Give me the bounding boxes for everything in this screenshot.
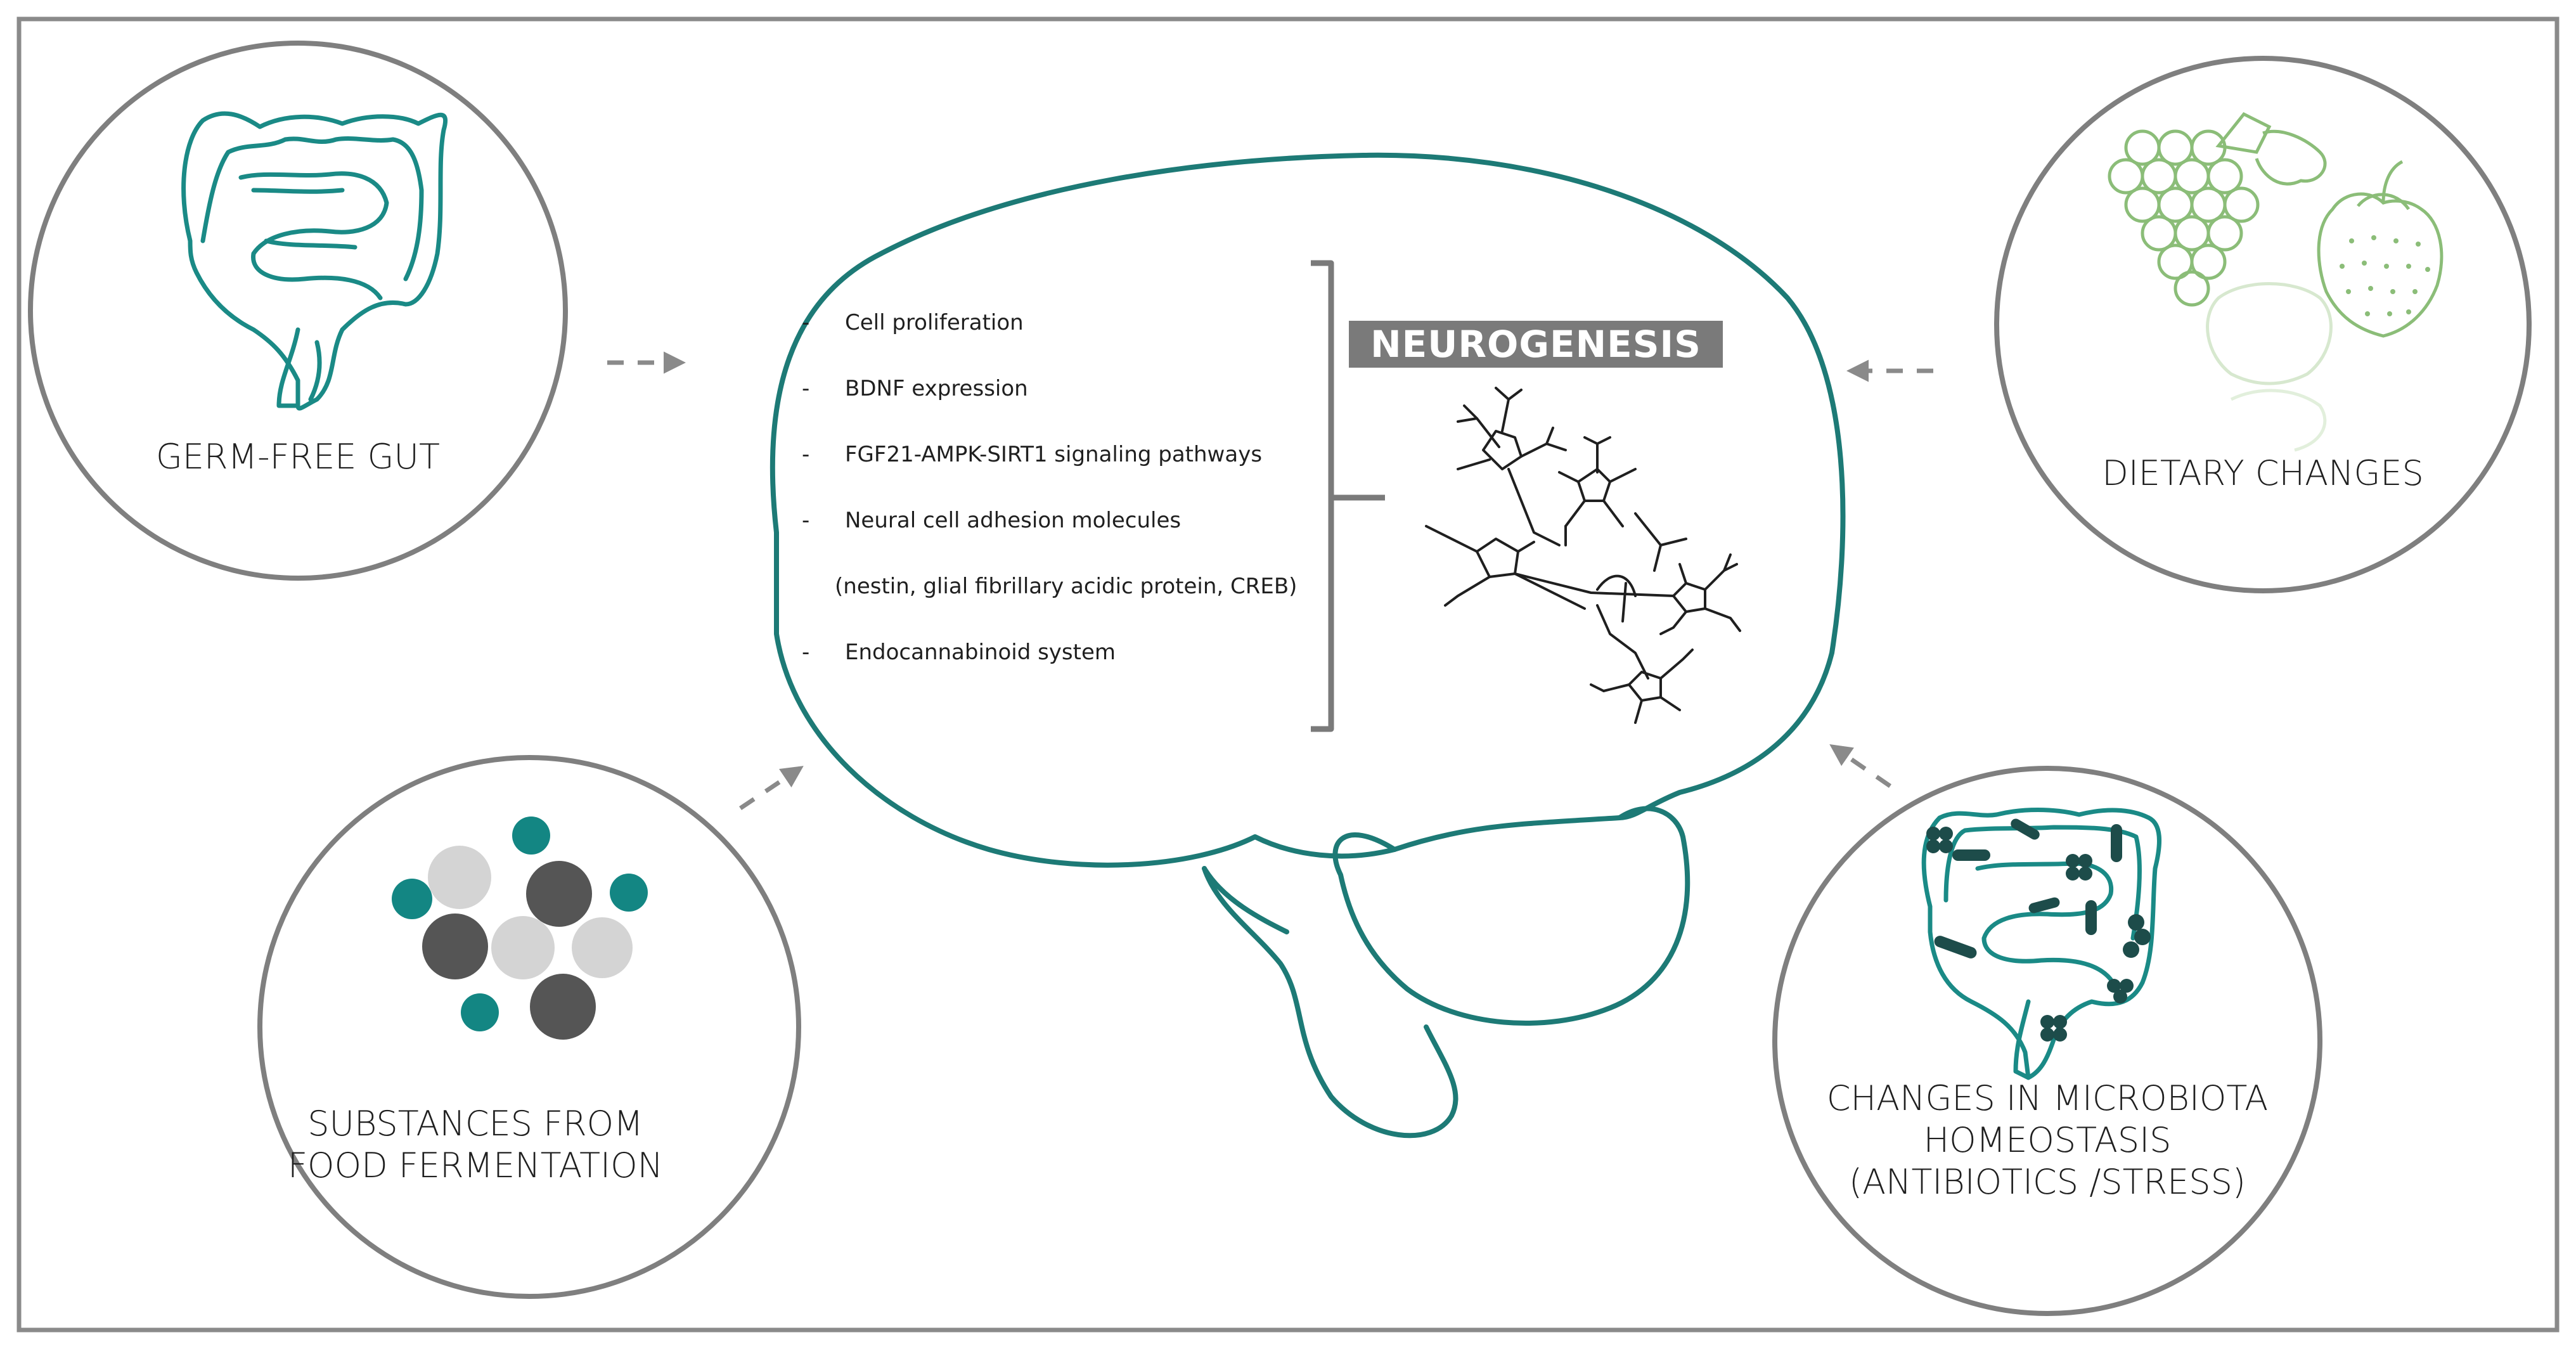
label-microbiota-line-2: HOMEOSTASIS: [1923, 1120, 2172, 1160]
label-microbiota-line-3: (ANTIBIOTICS /STRESS): [1849, 1161, 2246, 1202]
list-item: Neural cell adhesion molecules: [802, 501, 1341, 567]
label-microbiota: CHANGES IN MICROBIOTA HOMEOSTASIS (ANTIB…: [1762, 1078, 2333, 1203]
list-item: FGF21-AMPK-SIRT1 signaling pathways: [802, 435, 1341, 501]
mechanism-list: Cell proliferation BDNF expression FGF21…: [802, 303, 1341, 699]
label-germ-free-gut: GERM-FREE GUT: [156, 437, 440, 477]
neuron-network-icon: [1425, 387, 1741, 724]
arrow-microbiota-to-brain: [1829, 744, 1891, 788]
list-item: BDNF expression: [802, 369, 1341, 435]
outer-frame: [16, 16, 2560, 1333]
circle-microbiota: [1772, 766, 2322, 1316]
list-item: Cell proliferation: [802, 303, 1341, 369]
intestine-icon: [181, 111, 448, 411]
list-item: Endocannabinoid system: [802, 633, 1341, 699]
circle-germ-free-gut: [28, 41, 568, 581]
arrow-substances-to-brain: [739, 766, 804, 810]
label-substances-line-2: FOOD FERMENTATION: [288, 1145, 663, 1185]
circle-substances: [257, 755, 801, 1299]
circle-dietary-changes: [1994, 56, 2532, 593]
label-substances-line-1: SUBSTANCES FROM: [307, 1104, 643, 1144]
label-dietary-changes: DIETARY CHANGES: [2102, 453, 2424, 493]
list-item-detail: (nestin, glial fibrillary acidic protein…: [835, 574, 1298, 599]
molecule-cluster-icon: [392, 816, 648, 1040]
grapes-strawberry-apple-icon: [2108, 112, 2444, 452]
label-microbiota-line-1: CHANGES IN MICROBIOTA: [1826, 1078, 2269, 1118]
brain-outline: [770, 152, 1846, 1139]
label-substances: SUBSTANCES FROM FOOD FERMENTATION: [266, 1103, 685, 1187]
bacteria-intestine-icon: [1921, 808, 2162, 1080]
neurogenesis-badge: NEUROGENESIS: [1349, 321, 1723, 368]
